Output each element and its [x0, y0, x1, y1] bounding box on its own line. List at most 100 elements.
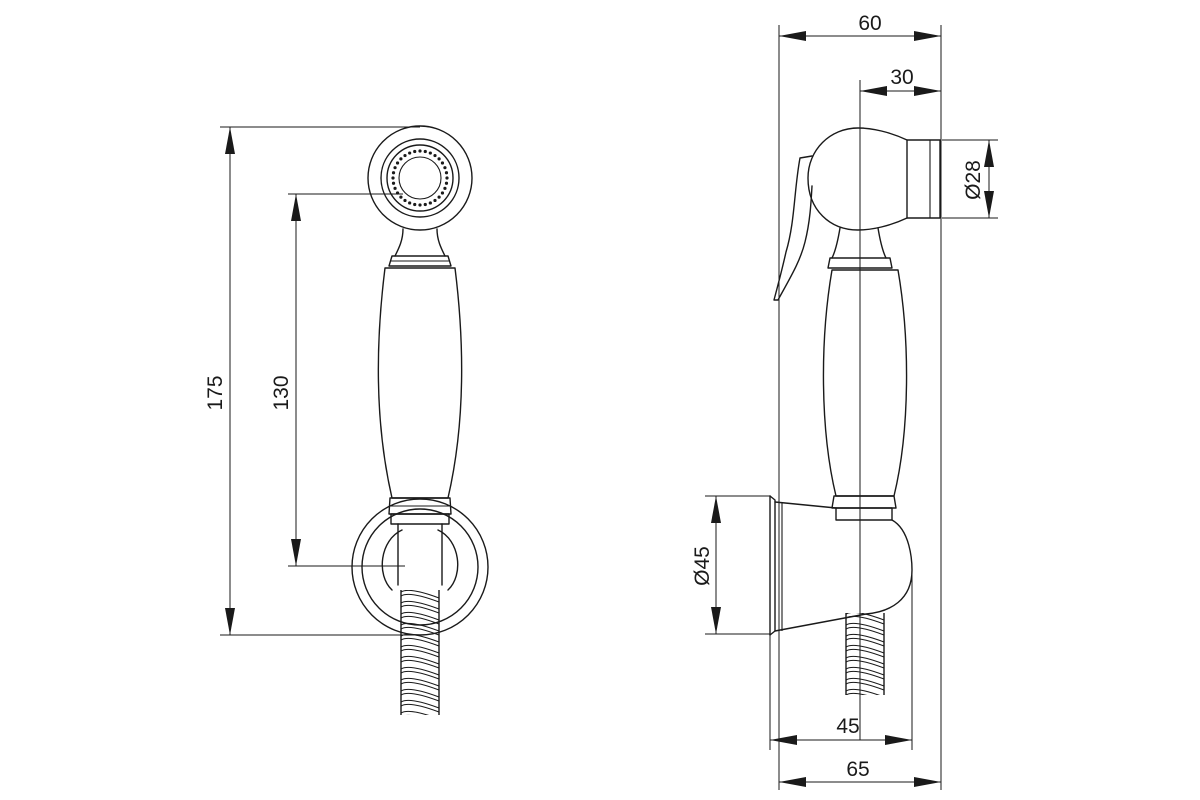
hose-rib [400, 604, 440, 614]
spray-hole [440, 191, 445, 195]
spray-head-center [398, 156, 442, 200]
hose-rib [400, 637, 440, 647]
spray-hole [423, 149, 427, 154]
spray-head-outer [367, 125, 473, 231]
hose-rib [406, 714, 411, 715]
spray-hole [408, 201, 412, 205]
hose-rib [400, 655, 440, 665]
neck [394, 228, 446, 257]
hose-rib [400, 644, 440, 654]
spray-hole [443, 186, 447, 190]
hose-rib [845, 637, 885, 647]
spray-hole [443, 166, 447, 170]
hose-rib [400, 600, 440, 610]
spray-hole [408, 151, 412, 155]
holder-outer [351, 498, 489, 636]
hose-rib [400, 703, 440, 713]
side-view [769, 127, 941, 695]
dim-label-d45: Ø45 [691, 546, 714, 586]
hose-rib [400, 626, 440, 636]
dim-label-60: 60 [858, 12, 881, 35]
hose-rib [400, 710, 430, 715]
hose-rib [845, 670, 885, 680]
spray-hole [399, 195, 403, 199]
hose-rib [845, 644, 885, 654]
spray-hole [395, 161, 400, 165]
side-neck [831, 227, 887, 259]
spray-hole [433, 153, 437, 158]
hose-front [400, 590, 440, 715]
hose-rib [845, 681, 885, 691]
lower-collar [388, 497, 452, 515]
side-upper-collar [827, 257, 893, 269]
side-lower-collar [831, 495, 897, 509]
front-dimensions [220, 126, 420, 636]
dim-label-175: 175 [204, 375, 227, 410]
spray-hole [391, 171, 396, 175]
spray-hole [413, 202, 417, 207]
side-dimensions [705, 25, 998, 790]
hose-rib [400, 611, 440, 621]
dim-label-65: 65 [846, 758, 869, 781]
spray-hole [444, 181, 449, 185]
hose-side [845, 613, 885, 695]
hose-rib [845, 622, 885, 632]
hose-rib [845, 666, 885, 676]
hose-rib [400, 692, 440, 702]
spray-hole [393, 166, 397, 170]
hose-rib [400, 648, 440, 658]
spray-hole [403, 198, 407, 203]
collar-ring [390, 513, 450, 525]
spray-hole [393, 186, 397, 190]
handle-body [377, 267, 463, 499]
holder-inner [361, 508, 479, 626]
hose-rib [845, 688, 881, 695]
spray-hole [423, 202, 427, 207]
head-ball [807, 127, 908, 231]
dim-label-45: 45 [836, 715, 859, 738]
spray-hole [391, 181, 396, 185]
spray-hole [444, 171, 449, 175]
hose-rib [400, 593, 440, 603]
spray-head-face [386, 144, 454, 212]
dim-label-d28: Ø28 [962, 160, 985, 200]
spray-hole [391, 176, 395, 180]
spray-hole [445, 176, 449, 180]
hose-rib [400, 666, 440, 676]
hose-rib [400, 681, 440, 691]
hose-rib [845, 677, 885, 687]
dim-label-130: 130 [270, 375, 293, 410]
nozzle-cylinder [906, 139, 941, 219]
spray-hole [399, 157, 403, 161]
spray-hole [440, 161, 445, 165]
side-collar-ring [835, 507, 893, 521]
spray-hole [433, 198, 437, 203]
hose-rib [845, 692, 868, 695]
spray-head-rim [380, 138, 460, 218]
spray-hole [418, 149, 422, 153]
hose-rib [400, 670, 440, 680]
spray-hole [413, 149, 417, 154]
spray-hole [437, 195, 441, 199]
side-handle-body [822, 269, 908, 497]
spray-hole [403, 153, 407, 158]
hose-rib [400, 688, 440, 698]
spray-hole [418, 203, 422, 207]
front-view [351, 125, 489, 715]
hose-rib [845, 615, 885, 625]
upper-collar [388, 255, 452, 267]
hose-rib [400, 622, 440, 632]
spray-hole [428, 151, 432, 155]
hose-rib [845, 659, 885, 669]
hose-rib [845, 633, 885, 643]
trigger-lever [773, 155, 813, 301]
hose-rib [845, 655, 885, 665]
spray-holes [391, 149, 449, 207]
hose-rib [845, 626, 885, 636]
holder-flange [769, 495, 776, 636]
holder-cradle [381, 529, 459, 591]
hose-rib [400, 699, 440, 709]
hose-rib [400, 590, 440, 599]
spray-hole [437, 157, 441, 161]
